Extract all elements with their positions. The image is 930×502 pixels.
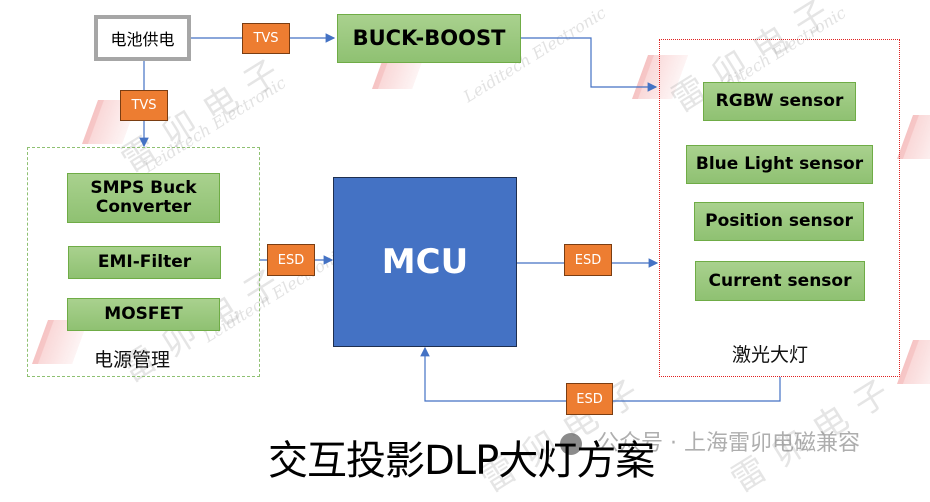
mosfet-label: MOSFET: [104, 304, 183, 325]
diagram-title: 交互投影DLP大灯方案: [268, 438, 655, 484]
smps-label: SMPS Buck Converter: [90, 178, 197, 217]
mcu-block: MCU: [333, 177, 517, 347]
battery-supply-box: 电池供电: [94, 15, 191, 61]
power-group-label: 电源管理: [94, 349, 171, 371]
tvs-left-box: TVS: [120, 90, 168, 121]
position-sensor-label: Position sensor: [705, 211, 853, 232]
blue-light-sensor-box: Blue Light sensor: [686, 145, 873, 184]
current-sensor-box: Current sensor: [695, 261, 865, 301]
mcu-label: MCU: [381, 242, 469, 282]
buck-boost-label: BUCK-BOOST: [352, 25, 506, 50]
wechat-label: 公众号 · 上海雷卯电磁兼容: [597, 431, 860, 456]
power-management-group: [27, 147, 260, 377]
esd-left-box: ESD: [267, 244, 315, 276]
tvs-top-label: TVS: [253, 31, 279, 46]
esd-right-label: ESD: [574, 252, 602, 268]
current-sensor-label: Current sensor: [708, 270, 852, 291]
wechat-icon: [560, 433, 582, 455]
rgbw-sensor-label: RGBW sensor: [715, 91, 844, 112]
rgbw-sensor-box: RGBW sensor: [703, 82, 856, 121]
tvs-left-label: TVS: [131, 98, 157, 113]
laser-group-label: 激光大灯: [732, 344, 809, 366]
esd-right-box: ESD: [564, 244, 612, 276]
line-buckboost-laser: [521, 37, 658, 92]
esd-bottom-label: ESD: [576, 391, 603, 407]
battery-label: 电池供电: [110, 30, 175, 49]
esd-bottom-box: ESD: [566, 383, 613, 415]
buck-boost-box: BUCK-BOOST: [337, 14, 521, 63]
emi-filter-box: EMI-Filter: [68, 246, 221, 279]
tvs-top-box: TVS: [242, 23, 290, 54]
wechat-watermark: 公众号 · 上海雷卯电磁兼容: [560, 425, 860, 457]
smps-buck-converter-box: SMPS Buck Converter: [67, 173, 220, 223]
position-sensor-box: Position sensor: [694, 202, 864, 241]
mosfet-box: MOSFET: [67, 298, 220, 331]
laser-headlight-group: [659, 39, 900, 377]
blue-light-sensor-label: Blue Light sensor: [695, 154, 864, 175]
emi-filter-label: EMI-Filter: [97, 252, 192, 273]
esd-left-label: ESD: [277, 252, 305, 268]
